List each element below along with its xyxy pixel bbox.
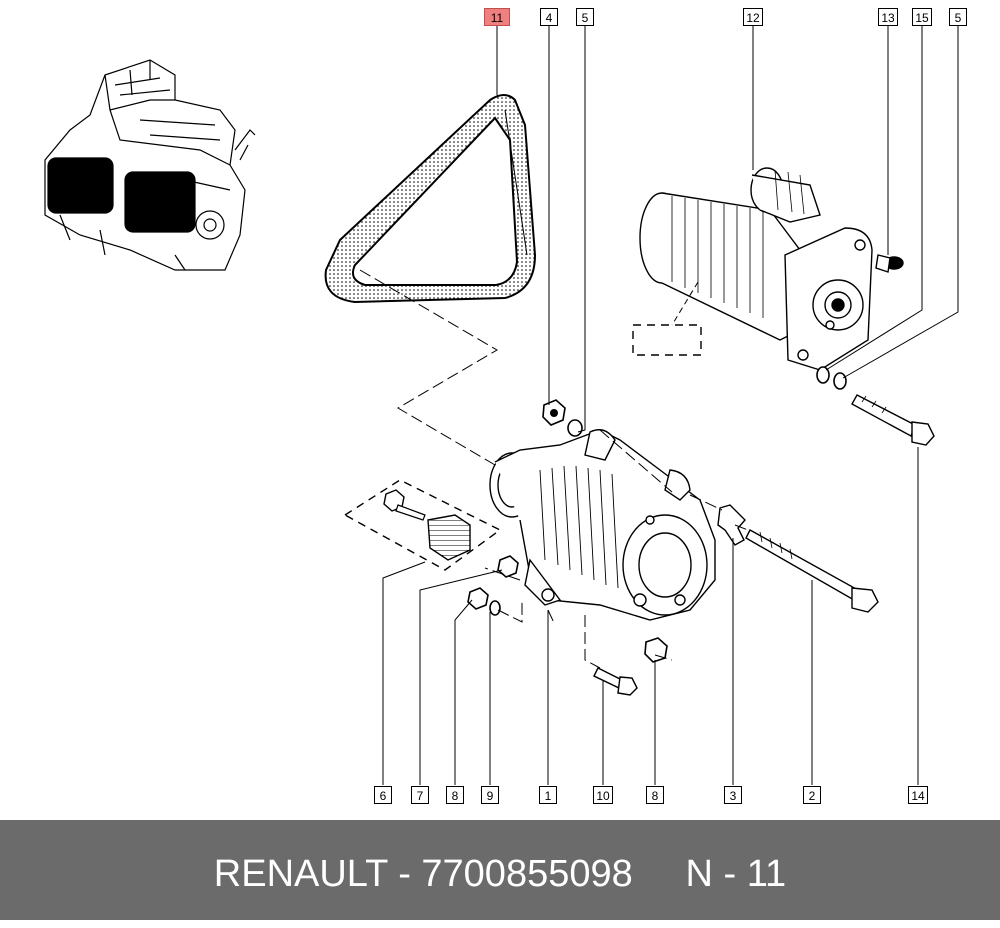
callout-11: 11 <box>484 8 510 26</box>
parts-diagram <box>44 26 959 785</box>
callout-4: 4 <box>540 8 558 26</box>
callout-1: 1 <box>539 786 557 804</box>
callout-5a: 5 <box>576 8 594 26</box>
bracket-3 <box>717 504 746 546</box>
callout-8a: 8 <box>446 786 464 804</box>
callout-12: 12 <box>743 8 763 26</box>
starter-dashed-box <box>632 324 702 356</box>
bracket-assembly-6 <box>343 479 502 571</box>
washer-9 <box>489 600 501 616</box>
callout-5b: 5 <box>949 8 967 26</box>
callout-7: 7 <box>411 786 429 804</box>
callout-3: 3 <box>724 786 742 804</box>
assembly-lines <box>359 269 749 669</box>
footer-part-number: RENAULT - 7700855098 N - 11 <box>213 853 787 895</box>
callout-14: 14 <box>908 786 928 804</box>
callout-10: 10 <box>593 786 613 804</box>
engine-thumbnail <box>44 59 256 271</box>
washer-5b <box>833 372 847 390</box>
callout-9: 9 <box>481 786 499 804</box>
drive-belt <box>324 94 537 304</box>
callout-15: 15 <box>912 8 932 26</box>
washer-15 <box>816 366 830 384</box>
nut-8b <box>644 637 668 663</box>
bolt-2 <box>745 529 879 613</box>
footer-bar: RENAULT - 7700855098 N - 11 <box>0 820 1000 920</box>
callout-2: 2 <box>803 786 821 804</box>
washer-5a <box>567 419 583 437</box>
nut-8a <box>467 587 489 610</box>
alternator <box>489 429 716 621</box>
callout-13: 13 <box>878 8 898 26</box>
leader-lines <box>382 26 959 785</box>
callout-6: 6 <box>374 786 392 804</box>
bolt-14 <box>851 394 935 446</box>
bolt-10 <box>593 667 638 696</box>
starter-motor <box>639 167 904 371</box>
callout-8b: 8 <box>646 786 664 804</box>
nut-7 <box>497 555 519 578</box>
